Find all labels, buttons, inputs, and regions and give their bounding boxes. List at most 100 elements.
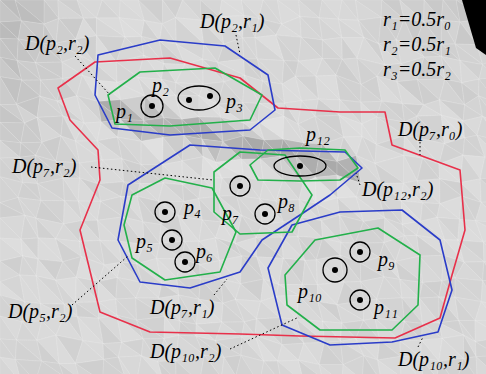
leader-line <box>75 56 110 95</box>
mesh-face <box>15 360 35 374</box>
sample-point <box>357 249 363 255</box>
mesh-face <box>339 115 362 136</box>
point-label: p₂ <box>152 74 169 96</box>
mesh-face <box>176 18 204 45</box>
mesh-face <box>260 182 276 202</box>
mesh-face <box>199 199 221 222</box>
mesh-face <box>235 243 256 256</box>
mesh-face <box>222 357 236 374</box>
mesh-face <box>199 96 221 117</box>
point-outline <box>350 242 370 262</box>
mesh-face <box>319 18 342 40</box>
leader-line <box>356 173 360 185</box>
mesh-face <box>141 141 163 164</box>
mesh-face <box>179 321 196 336</box>
mesh-face <box>480 179 486 203</box>
background-corner <box>462 0 486 55</box>
mesh-face <box>37 340 59 363</box>
mesh-face <box>437 204 460 220</box>
mesh-face <box>0 22 18 39</box>
sample-point <box>186 97 192 103</box>
radius-note: r₂=0.5r₁ <box>383 33 451 55</box>
mesh-face <box>199 117 223 142</box>
mesh-face <box>0 21 21 39</box>
mesh-face <box>460 155 480 182</box>
mesh-face <box>0 141 21 158</box>
mesh-face <box>323 321 341 342</box>
mesh-face <box>99 282 116 303</box>
mesh-face <box>118 357 136 374</box>
leader-line <box>230 317 299 349</box>
region-outline <box>95 40 275 135</box>
mesh-face <box>17 322 37 341</box>
region-outline <box>108 68 262 126</box>
mesh-face <box>0 77 17 105</box>
radius-note: r₃=0.5r₂ <box>383 58 451 80</box>
mesh-face <box>475 342 486 357</box>
mesh-face <box>419 256 442 282</box>
mesh-face <box>339 215 355 243</box>
mesh-face <box>235 237 256 256</box>
mesh-face <box>260 159 283 182</box>
mesh-face <box>141 137 163 164</box>
mesh-face <box>0 339 15 360</box>
mesh-face <box>480 157 486 179</box>
region-label: D(p₇,r₂) <box>12 155 76 177</box>
mesh-face <box>37 335 59 363</box>
region-outline <box>285 228 420 330</box>
point-label: p₁₀ <box>298 280 322 302</box>
mesh-face <box>36 218 56 239</box>
leader-line <box>236 35 240 54</box>
mesh-face <box>97 141 122 160</box>
mesh-face <box>97 0 120 18</box>
mesh-face <box>299 0 322 18</box>
point-label: p₈ <box>278 190 295 212</box>
mesh-face <box>221 279 236 303</box>
mesh-face <box>96 36 116 64</box>
mesh-face <box>75 359 103 374</box>
point-label: p₆ <box>196 240 213 262</box>
mesh-face <box>437 217 460 240</box>
mesh-face <box>103 344 118 360</box>
mesh-face <box>455 297 475 320</box>
mesh-face <box>18 198 36 219</box>
mesh-face <box>56 224 80 241</box>
mesh-face <box>158 183 183 201</box>
mesh-face <box>336 75 361 102</box>
point-outline <box>175 252 195 272</box>
point-outline <box>274 156 326 176</box>
point-label: p₁ <box>116 100 133 122</box>
point-label: p₃ <box>226 90 243 112</box>
point-outline <box>155 202 175 222</box>
mesh-face <box>96 62 117 82</box>
mesh-face <box>483 262 486 281</box>
mesh-face <box>299 37 323 61</box>
region-label: D(p₁₀,r₁) <box>398 348 469 370</box>
region-label: D(p₅,r₂) <box>8 300 72 322</box>
region-label: D(p₁₀,r₂) <box>150 340 221 362</box>
region-label: D(p₇,r₁) <box>150 296 214 318</box>
mesh-face <box>76 302 99 318</box>
leader-line <box>72 256 128 305</box>
point-outline <box>178 86 220 110</box>
mesh-face <box>299 360 323 374</box>
point-label: p₅ <box>136 230 153 252</box>
mesh-face <box>319 365 343 374</box>
mesh-face <box>119 18 144 37</box>
mesh-face <box>176 0 201 20</box>
mesh-face <box>97 220 119 241</box>
mesh-face <box>356 0 382 20</box>
sample-point <box>262 211 268 217</box>
mesh-face <box>463 121 477 138</box>
mesh-face <box>339 115 362 137</box>
region-outline <box>268 210 452 345</box>
mesh-face <box>322 40 342 59</box>
mesh-face <box>243 38 258 60</box>
region-label: D(p₂,r₁) <box>200 10 264 32</box>
mesh-face <box>158 362 176 374</box>
mesh-face <box>200 261 221 280</box>
mesh-face <box>176 18 204 44</box>
region-outline <box>124 178 236 280</box>
mesh-face <box>118 356 141 374</box>
